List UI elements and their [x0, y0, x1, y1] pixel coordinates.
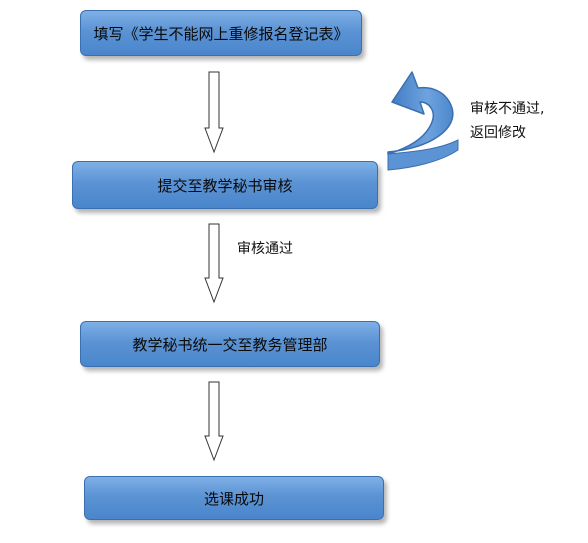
down-arrow-1: [204, 71, 224, 154]
down-arrow-2: [204, 223, 224, 304]
step-label: 提交至教学秘书审核: [157, 176, 293, 195]
step-box-forward-to-office: 教学秘书统一交至教务管理部: [80, 321, 380, 367]
step-label: 填写《学生不能网上重修报名登记表》: [93, 24, 349, 43]
return-arrow: [387, 71, 459, 171]
rejected-label-line1: 审核不通过,: [470, 101, 545, 117]
approved-label: 审核通过: [237, 241, 293, 257]
step-box-submit-review: 提交至教学秘书审核: [72, 161, 378, 209]
step-box-success: 选课成功: [84, 476, 384, 520]
step-box-fill-form: 填写《学生不能网上重修报名登记表》: [80, 10, 362, 56]
step-label: 选课成功: [203, 489, 264, 508]
down-arrow-3: [204, 381, 224, 462]
rejected-label-line2: 返回修改: [470, 125, 526, 141]
step-label: 教学秘书统一交至教务管理部: [132, 335, 328, 354]
